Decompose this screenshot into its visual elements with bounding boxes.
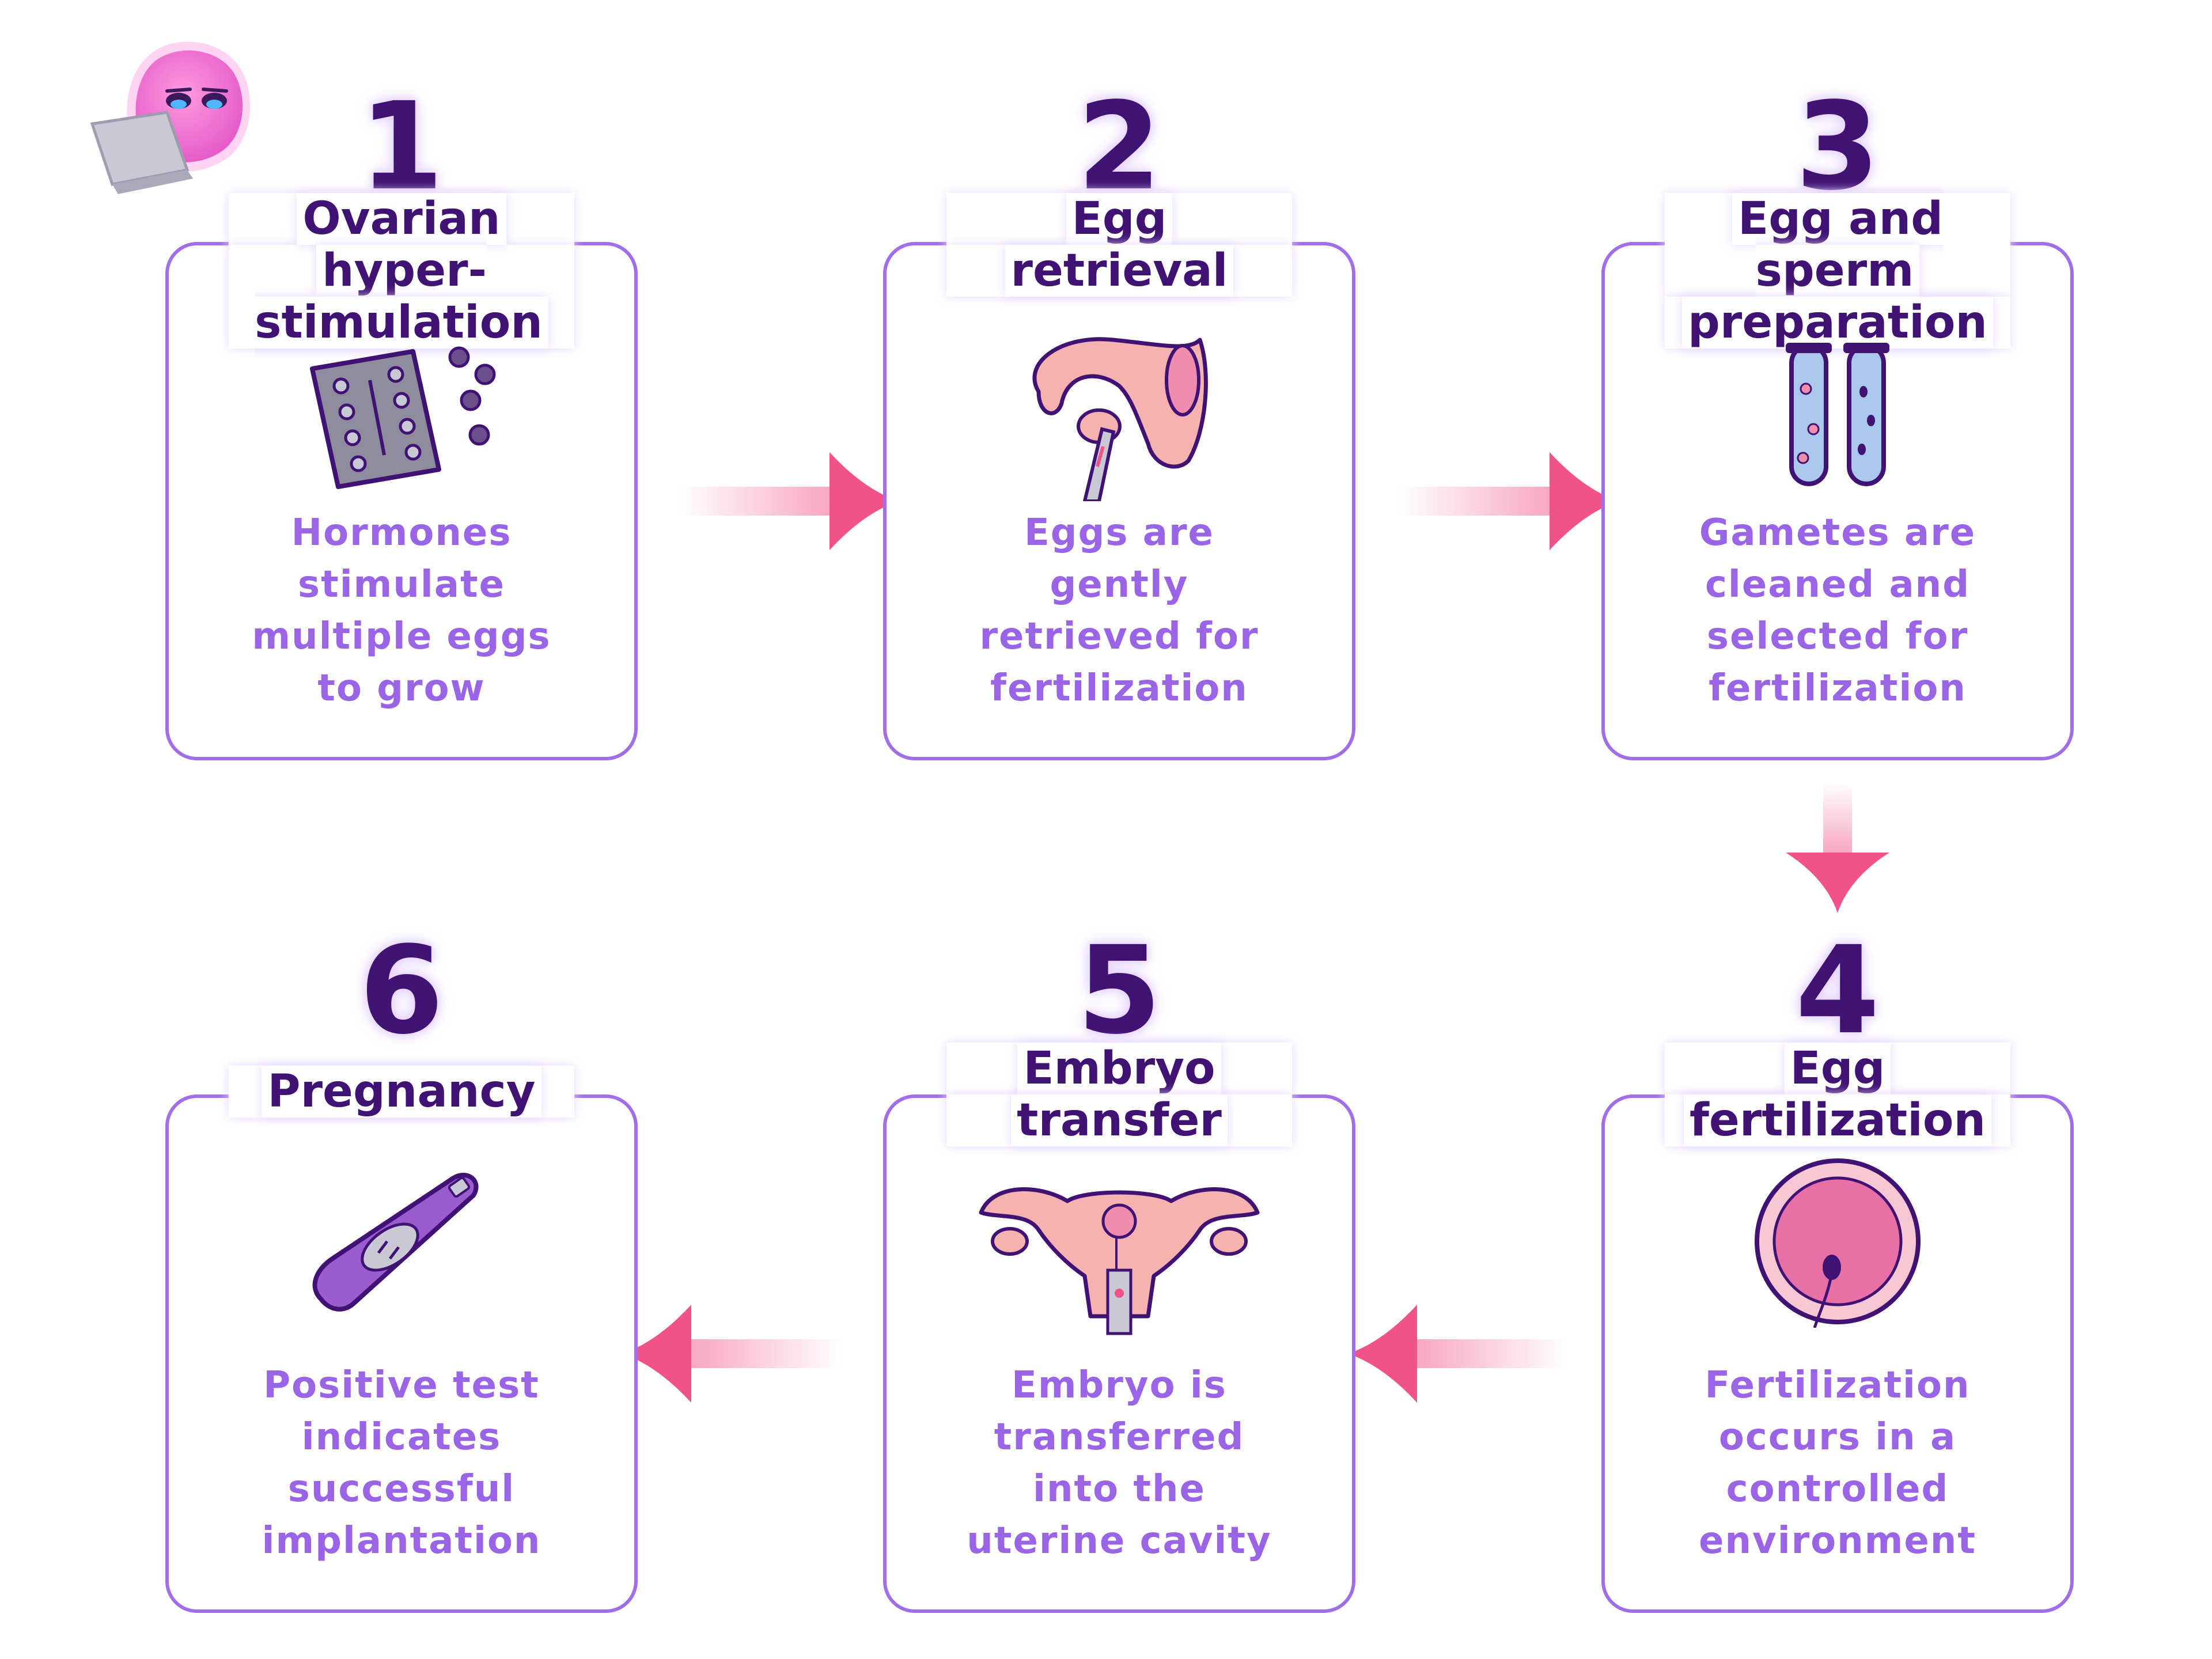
step-description: Gametes are cleaned and selected for fer…: [1699, 512, 1976, 710]
step-number: 4: [1795, 920, 1880, 1061]
step-description: Positive test indicates successful impla…: [262, 1364, 541, 1562]
step-number: 3: [1795, 76, 1880, 217]
fertilized-egg-icon: [1755, 1158, 1921, 1328]
step-description: Hormones stimulate multiple eggs to grow: [252, 512, 551, 710]
step-box: [165, 1094, 638, 1613]
step-description: Embryo is transferred into the uterine c…: [967, 1364, 1272, 1562]
arrow-down: [1786, 783, 1889, 913]
arrow-left-2: [622, 1305, 841, 1403]
step-number: 5: [1077, 920, 1162, 1061]
arrow-left-1: [1348, 1305, 1567, 1403]
step-3: 3 Egg and sperm preparation Gametes are …: [1601, 81, 2074, 772]
uterus-icon: [979, 1187, 1260, 1335]
mascot-icon: [90, 41, 251, 194]
step-title: Ovarian hyper-stimulation: [229, 193, 574, 349]
step-box: [883, 1094, 1355, 1613]
pill-blister-icon: [310, 346, 496, 489]
arrow-right-2: [1400, 452, 1619, 550]
step-title: Egg retrieval: [946, 193, 1292, 297]
egg-retrieval-icon: [1032, 337, 1208, 501]
step-title: Embryo transfer: [946, 1043, 1292, 1146]
step-title: Egg and sperm preparation: [1665, 193, 2010, 349]
step-title: Egg fertilization: [1665, 1043, 2010, 1146]
step-number: 6: [359, 920, 444, 1061]
step-description: Fertilization occurs in a controlled env…: [1699, 1364, 1976, 1562]
step-description: Eggs are gently retrieved for fertilizat…: [979, 512, 1259, 710]
step-4: 4 Egg fertilization Fertilization occurs…: [1601, 925, 2074, 1616]
step-title: Pregnancy: [229, 1066, 574, 1118]
step-number: 1: [359, 76, 444, 217]
step-number: 2: [1077, 76, 1162, 217]
step-6: 6 Pregnancy Positive test indicates succ…: [165, 925, 638, 1616]
pregnancy-test-icon: [312, 1172, 479, 1312]
step-1: 1 Ovarian hyper-stimulation Hormones sti…: [165, 81, 638, 772]
step-2: 2 Egg retrieval Eggs are gently retrieve…: [883, 81, 1355, 772]
test-tubes-icon: [1786, 343, 1889, 486]
arrow-right-1: [680, 452, 899, 550]
step-5: 5 Embryo transfer Embryo is transferred …: [883, 925, 1355, 1616]
